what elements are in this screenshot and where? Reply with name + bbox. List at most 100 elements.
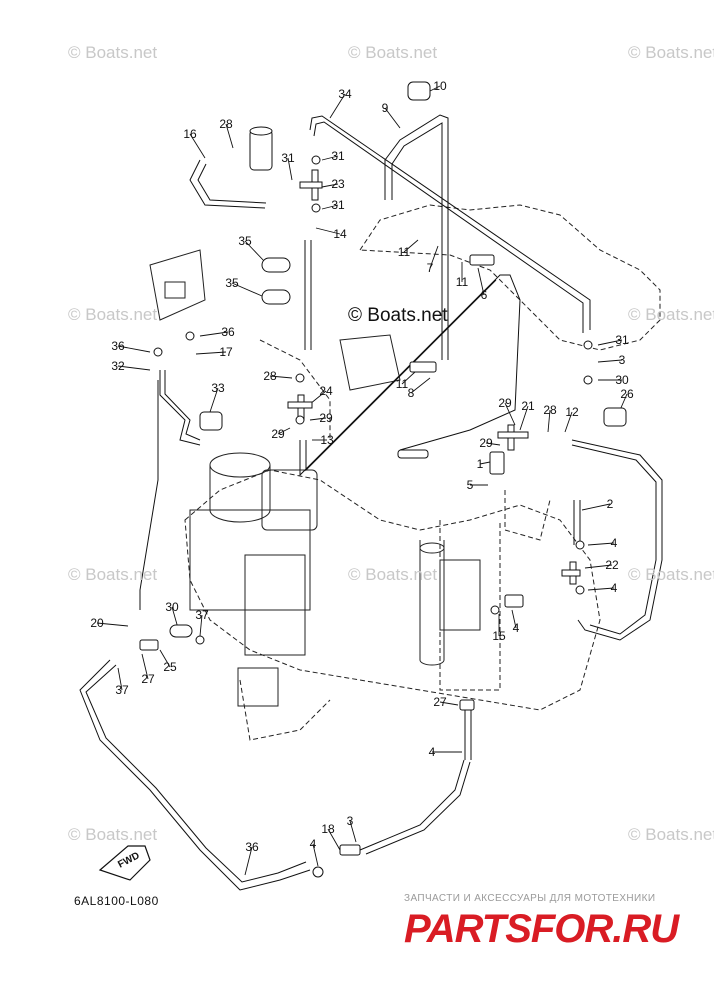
callout-label: 27 <box>141 672 155 686</box>
leader-line <box>209 387 219 413</box>
callout-label: 13 <box>320 433 334 447</box>
callout-label: 31 <box>615 333 629 347</box>
callout-label: 30 <box>615 373 629 387</box>
leader-line <box>231 282 263 297</box>
leader-line <box>199 331 229 337</box>
leader-line <box>597 339 623 346</box>
watermark: © Boats.net <box>628 43 714 62</box>
leader-line <box>587 587 615 591</box>
callout-label: 21 <box>521 399 535 413</box>
leader-line <box>96 622 129 627</box>
leader-line <box>312 843 319 867</box>
callout-label: 4 <box>429 745 436 759</box>
watermark: © Boats.net <box>68 43 158 62</box>
leader-line <box>403 239 419 253</box>
leader-line <box>547 409 551 433</box>
leader-line <box>269 375 293 379</box>
callout-label: 28 <box>219 117 233 131</box>
callout-label: 11 <box>398 245 411 259</box>
leader-line <box>511 609 517 629</box>
leader-line <box>321 204 339 210</box>
leader-line <box>401 371 416 385</box>
leader-line <box>439 701 459 706</box>
callout-label: 35 <box>238 234 252 248</box>
leader-line <box>581 503 611 511</box>
shop-tagline: ЗАПЧАСТИ И АКСЕССУАРЫ ДЛЯ МОТОТЕХНИКИ <box>404 893 656 904</box>
leader-line <box>309 390 327 405</box>
callout-label: 37 <box>115 683 129 697</box>
callout-label: 20 <box>90 616 104 630</box>
leader-line <box>504 402 516 426</box>
leader-line <box>619 393 628 411</box>
callout-label: 2 <box>607 497 614 511</box>
leader-line <box>309 417 327 421</box>
leader-line <box>321 155 339 161</box>
leader-line <box>117 667 123 691</box>
leader-line <box>597 359 623 363</box>
leader-line <box>244 846 253 876</box>
callout-label: 36 <box>221 325 235 339</box>
callout-label: 6 <box>481 288 488 302</box>
callout-label: 4 <box>611 536 618 550</box>
callout-label: 12 <box>565 405 579 419</box>
callout-label: 28 <box>263 369 277 383</box>
callout-label: 31 <box>281 151 295 165</box>
watermark: © Boats.net <box>628 825 714 844</box>
leader-line <box>315 227 341 235</box>
callout-label: 4 <box>513 621 520 635</box>
callout-label: 37 <box>195 608 209 622</box>
callout-label: 31 <box>331 198 345 212</box>
callout-label: 25 <box>163 660 177 674</box>
callout-label: 14 <box>333 227 347 241</box>
leader-line <box>321 183 339 188</box>
leader-line <box>584 564 613 569</box>
leader-line <box>429 245 439 269</box>
leader-line <box>287 157 293 181</box>
callout-label: 4 <box>310 837 317 851</box>
leader-line <box>564 411 573 433</box>
callout-label: 16 <box>183 127 197 141</box>
leader-line <box>195 351 227 355</box>
leader-line <box>485 442 501 446</box>
leader-line <box>189 133 206 159</box>
callout-label: 30 <box>165 600 179 614</box>
callout-label: 10 <box>433 79 447 93</box>
watermark: © Boats.net <box>68 565 158 584</box>
watermark: © Boats.net <box>628 565 714 584</box>
leader-line <box>587 542 615 546</box>
callout-label: 31 <box>331 149 345 163</box>
callout-label: 32 <box>111 359 125 373</box>
callout-label: 17 <box>219 345 233 359</box>
callout-label: 5 <box>467 478 474 492</box>
callout-label: 29 <box>319 411 333 425</box>
callout-label: 15 <box>492 629 506 643</box>
engine-detail-shapes <box>149 249 481 707</box>
callout-label: 29 <box>271 427 285 441</box>
callout-label: 24 <box>319 384 333 398</box>
callout-label: 9 <box>382 101 389 115</box>
callout-label: 7 <box>427 261 434 275</box>
callout-label: 29 <box>479 436 493 450</box>
leader-line <box>159 649 171 668</box>
callout-label: 23 <box>331 177 345 191</box>
watermark: © Boats.net <box>68 825 158 844</box>
callout-label: 35 <box>225 276 239 290</box>
callout-label: 29 <box>498 396 512 410</box>
watermark: © Boats.net <box>348 43 438 62</box>
watermark: © Boats.net <box>348 565 438 584</box>
leader-line <box>519 405 529 431</box>
leader-line <box>117 345 151 353</box>
callout-label: 36 <box>111 339 125 353</box>
components <box>139 81 627 878</box>
leader-line <box>349 820 357 843</box>
callout-label: 33 <box>211 381 225 395</box>
callout-label: 3 <box>347 814 354 828</box>
callout-label: 8 <box>408 386 415 400</box>
leader-line <box>477 267 485 296</box>
leader-line <box>410 377 431 394</box>
leader-line <box>225 123 234 149</box>
callout-label: 34 <box>338 87 352 101</box>
watermark: © Boats.net <box>68 305 158 324</box>
